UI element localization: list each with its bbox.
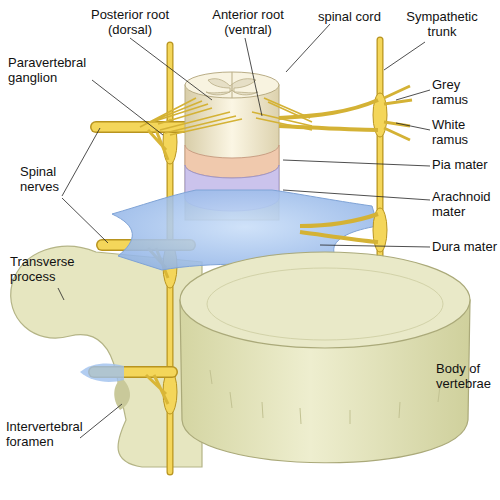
ramus: [300, 232, 378, 242]
part-label: Arachnoid mater: [432, 190, 500, 219]
right-nerves: [279, 40, 412, 278]
part-label: Posterior root (dorsal): [80, 8, 180, 37]
vertebral-body-rim: [207, 268, 443, 340]
leader-lines: [58, 24, 430, 438]
dura-sleeve: [80, 364, 124, 382]
part-label: Anterior root (ventral): [203, 8, 293, 37]
part-label: Sympathetic trunk: [398, 10, 486, 39]
part-label: Spinal nerves: [20, 165, 80, 194]
bone-texture: [210, 370, 440, 424]
vertebral-body: [180, 252, 470, 463]
part-label: Dura mater: [432, 240, 500, 255]
part-label: Pia mater: [432, 158, 500, 173]
part-label: White ramus: [432, 118, 488, 147]
cord-section: [185, 72, 279, 98]
median-fissure: [232, 72, 233, 98]
part-label: Paravertebral ganglion: [8, 56, 103, 85]
foramen-shadow: [114, 378, 130, 410]
pia-mater-band: [185, 145, 279, 178]
part-label: Body of vertebrae: [436, 362, 498, 391]
part-label: Grey ramus: [432, 78, 488, 107]
ramus: [300, 214, 378, 226]
white-ramus: [279, 126, 378, 130]
grey-ramus: [279, 100, 378, 118]
ramus-branch: [384, 86, 412, 140]
part-label: Transverse process: [10, 255, 90, 284]
part-label: Intervertebral foramen: [6, 420, 98, 449]
vertebral-body-top: [180, 252, 470, 348]
part-label: spinal cord: [318, 10, 408, 25]
